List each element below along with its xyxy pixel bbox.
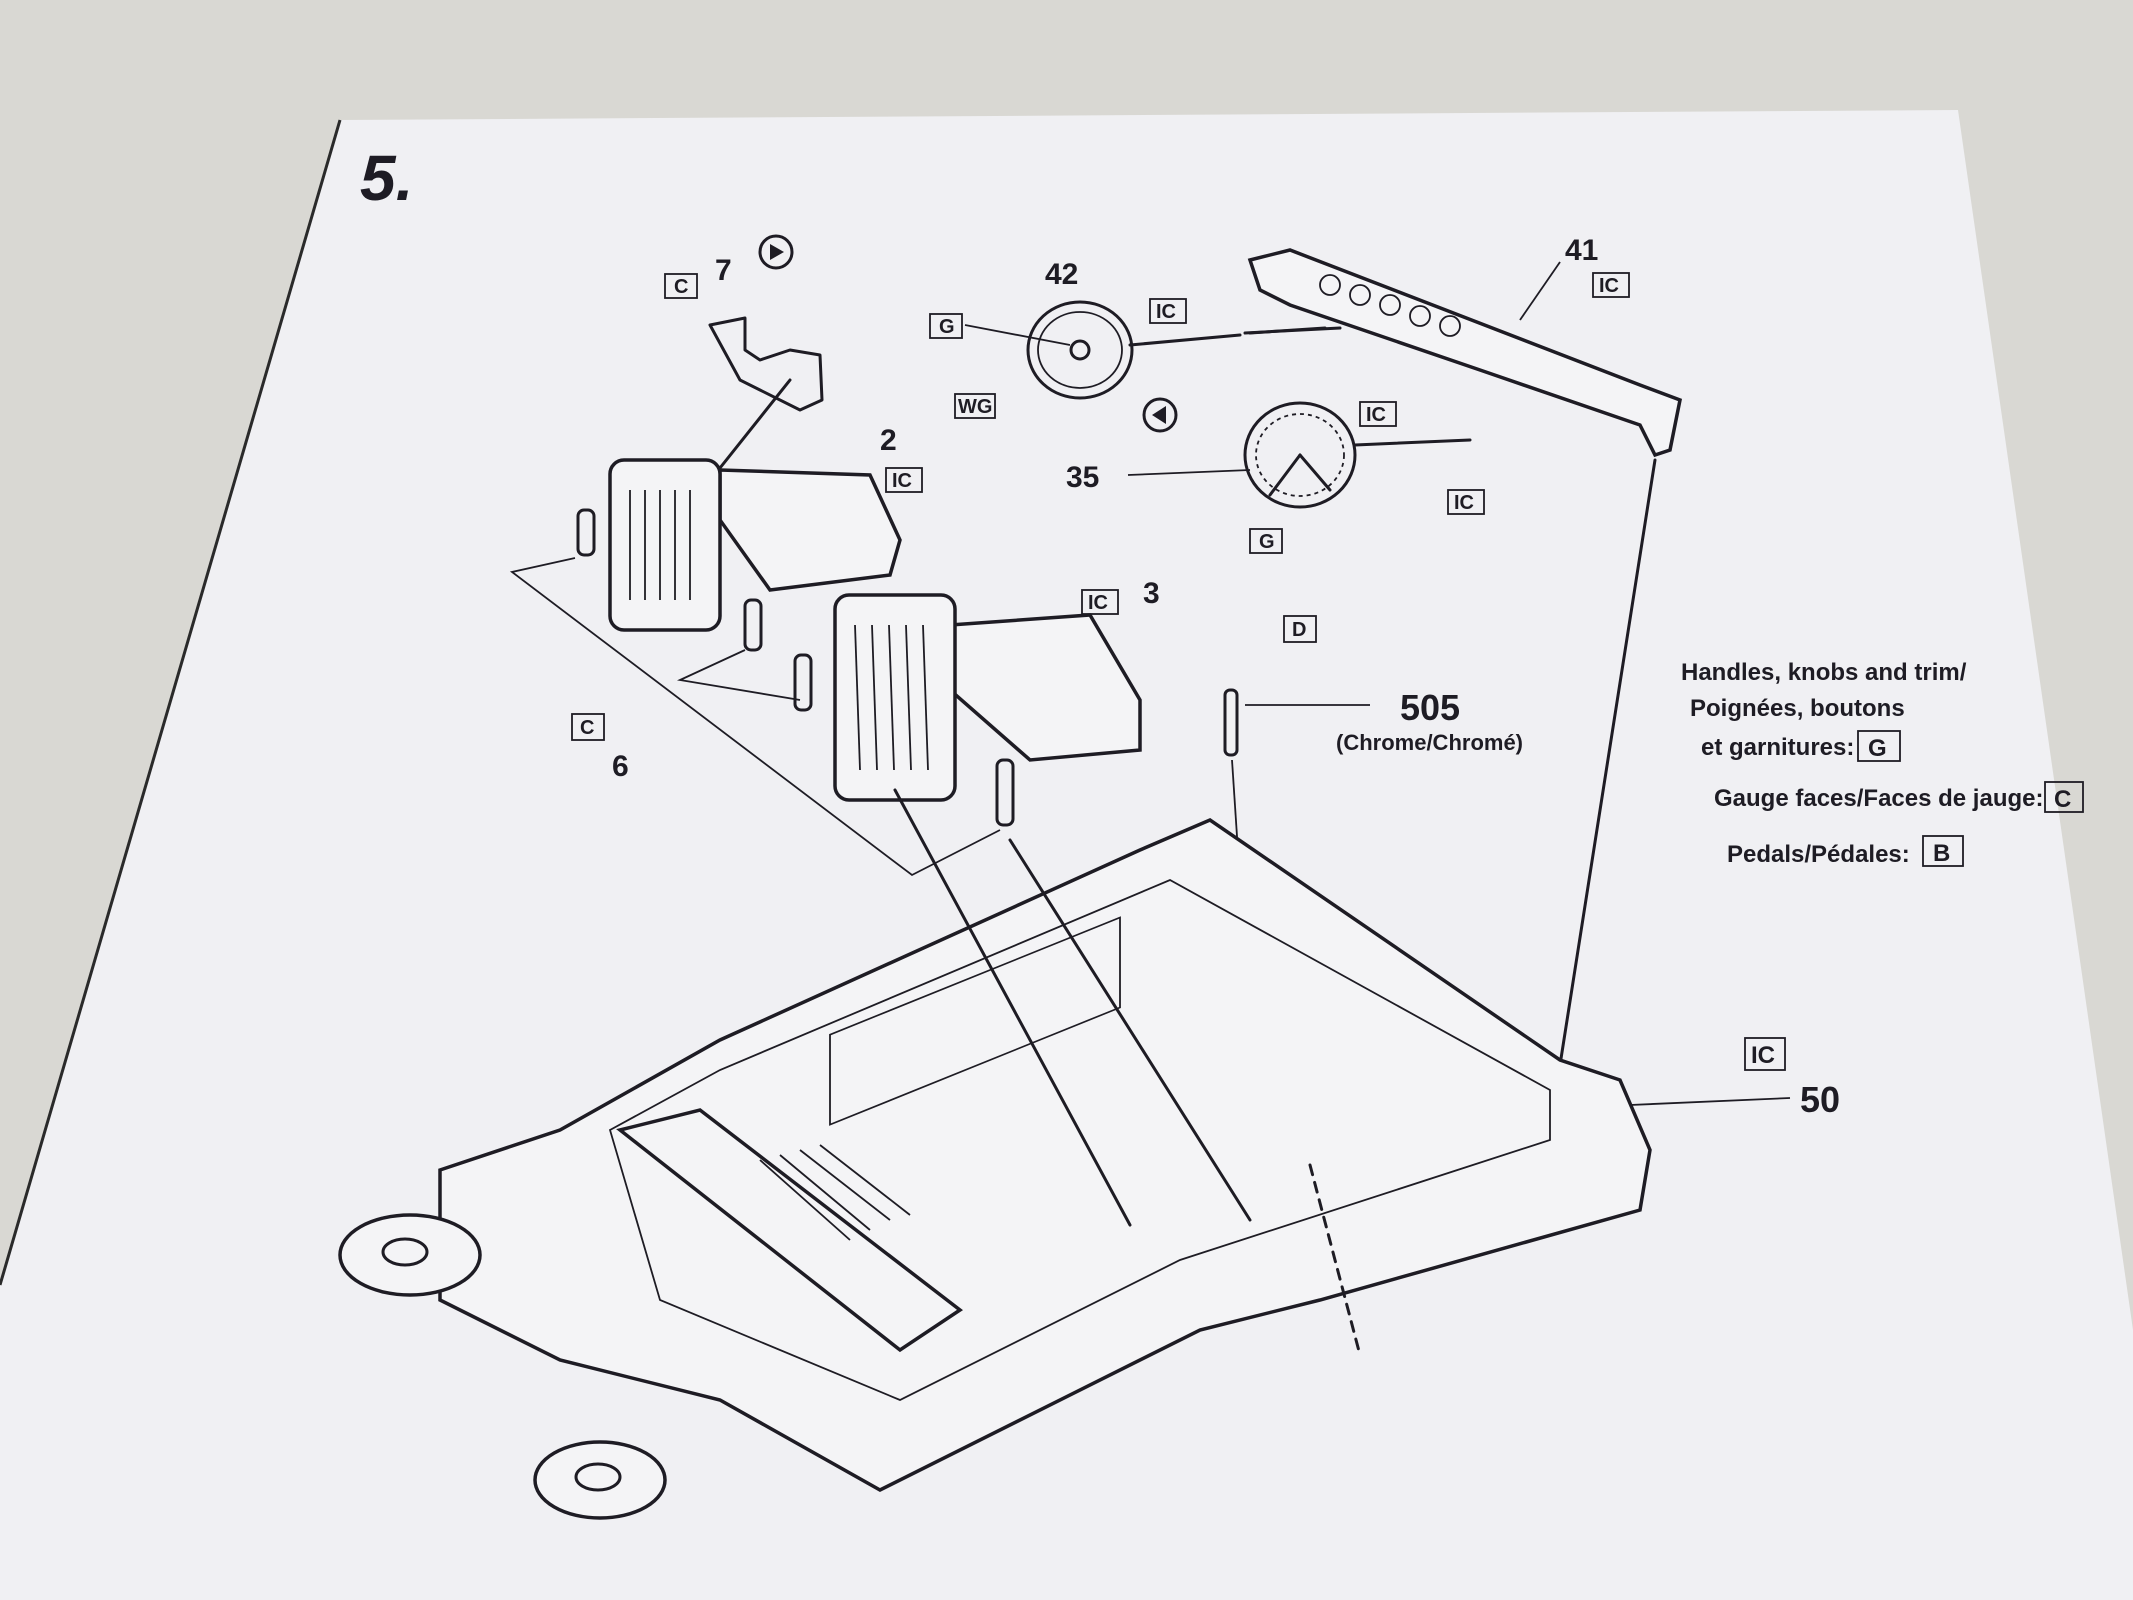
code-box-35-g: G: [1259, 531, 1275, 553]
color-code-boxes: C G IC WG IC IC IC IC G IC D C IC: [571, 272, 1786, 1071]
part-505-finish: (Chrome/Chromé): [1336, 730, 1523, 755]
part-number-42: 42: [1045, 258, 1078, 291]
code-box-35-ic-a: IC: [1366, 404, 1386, 426]
code-box-6-c: C: [580, 717, 594, 739]
code-box-42-ic: IC: [1156, 301, 1176, 323]
interior-tub-50-drawing: [338, 788, 1652, 1520]
part-number-7: 7: [715, 254, 732, 287]
legend-code-c: C: [2054, 786, 2071, 813]
code-box-2-ic: IC: [892, 470, 912, 492]
paint-legend: Handles, knobs and trim/ Poignées, bouto…: [1681, 659, 2084, 868]
code-box-50-ic: IC: [1751, 1042, 1775, 1069]
part-7-drawing: [708, 316, 824, 412]
legend-line-2: Poignées, boutons: [1690, 695, 1905, 722]
hinge-parts-6-drawing: [509, 508, 1015, 877]
code-box-505-d: D: [1292, 619, 1306, 641]
part-number-35: 35: [1066, 461, 1099, 494]
leader-lines: [964, 261, 1791, 1106]
part-number-41: 41: [1565, 234, 1598, 267]
part-number-2: 2: [880, 424, 897, 457]
legend-line-4: Gauge faces/Faces de jauge:: [1714, 785, 2043, 812]
code-box-42-wg: WG: [958, 396, 992, 418]
dashboard-41-drawing: [1247, 248, 1683, 1067]
seat-2-drawing: [608, 458, 902, 632]
arrow-line: [710, 378, 792, 480]
part-number-505: 505: [1400, 687, 1460, 728]
steering-wheel-35-drawing: [1243, 401, 1472, 509]
direction-icon-right: [1142, 397, 1178, 433]
legend-code-g: G: [1868, 735, 1887, 762]
code-box-7: C: [674, 276, 688, 298]
code-box-42-g: G: [939, 316, 955, 338]
legend-line-3: et garnitures:: [1701, 734, 1854, 761]
legend-code-b: B: [1933, 840, 1950, 867]
part-number-50: 50: [1800, 1079, 1840, 1120]
code-box-3-ic: IC: [1088, 592, 1108, 614]
code-box-41-ic: IC: [1599, 275, 1619, 297]
direction-icon-left: [758, 234, 794, 270]
part-number-6: 6: [612, 750, 629, 783]
part-number-3: 3: [1143, 577, 1160, 610]
paper-edge: [0, 119, 342, 1286]
code-box-35-ic-b: IC: [1454, 492, 1474, 514]
seat-3-drawing: [833, 593, 1142, 802]
step-number: 5.: [360, 142, 413, 214]
legend-line-5: Pedals/Pédales:: [1727, 841, 1910, 868]
legend-line-1: Handles, knobs and trim/: [1681, 659, 1967, 686]
